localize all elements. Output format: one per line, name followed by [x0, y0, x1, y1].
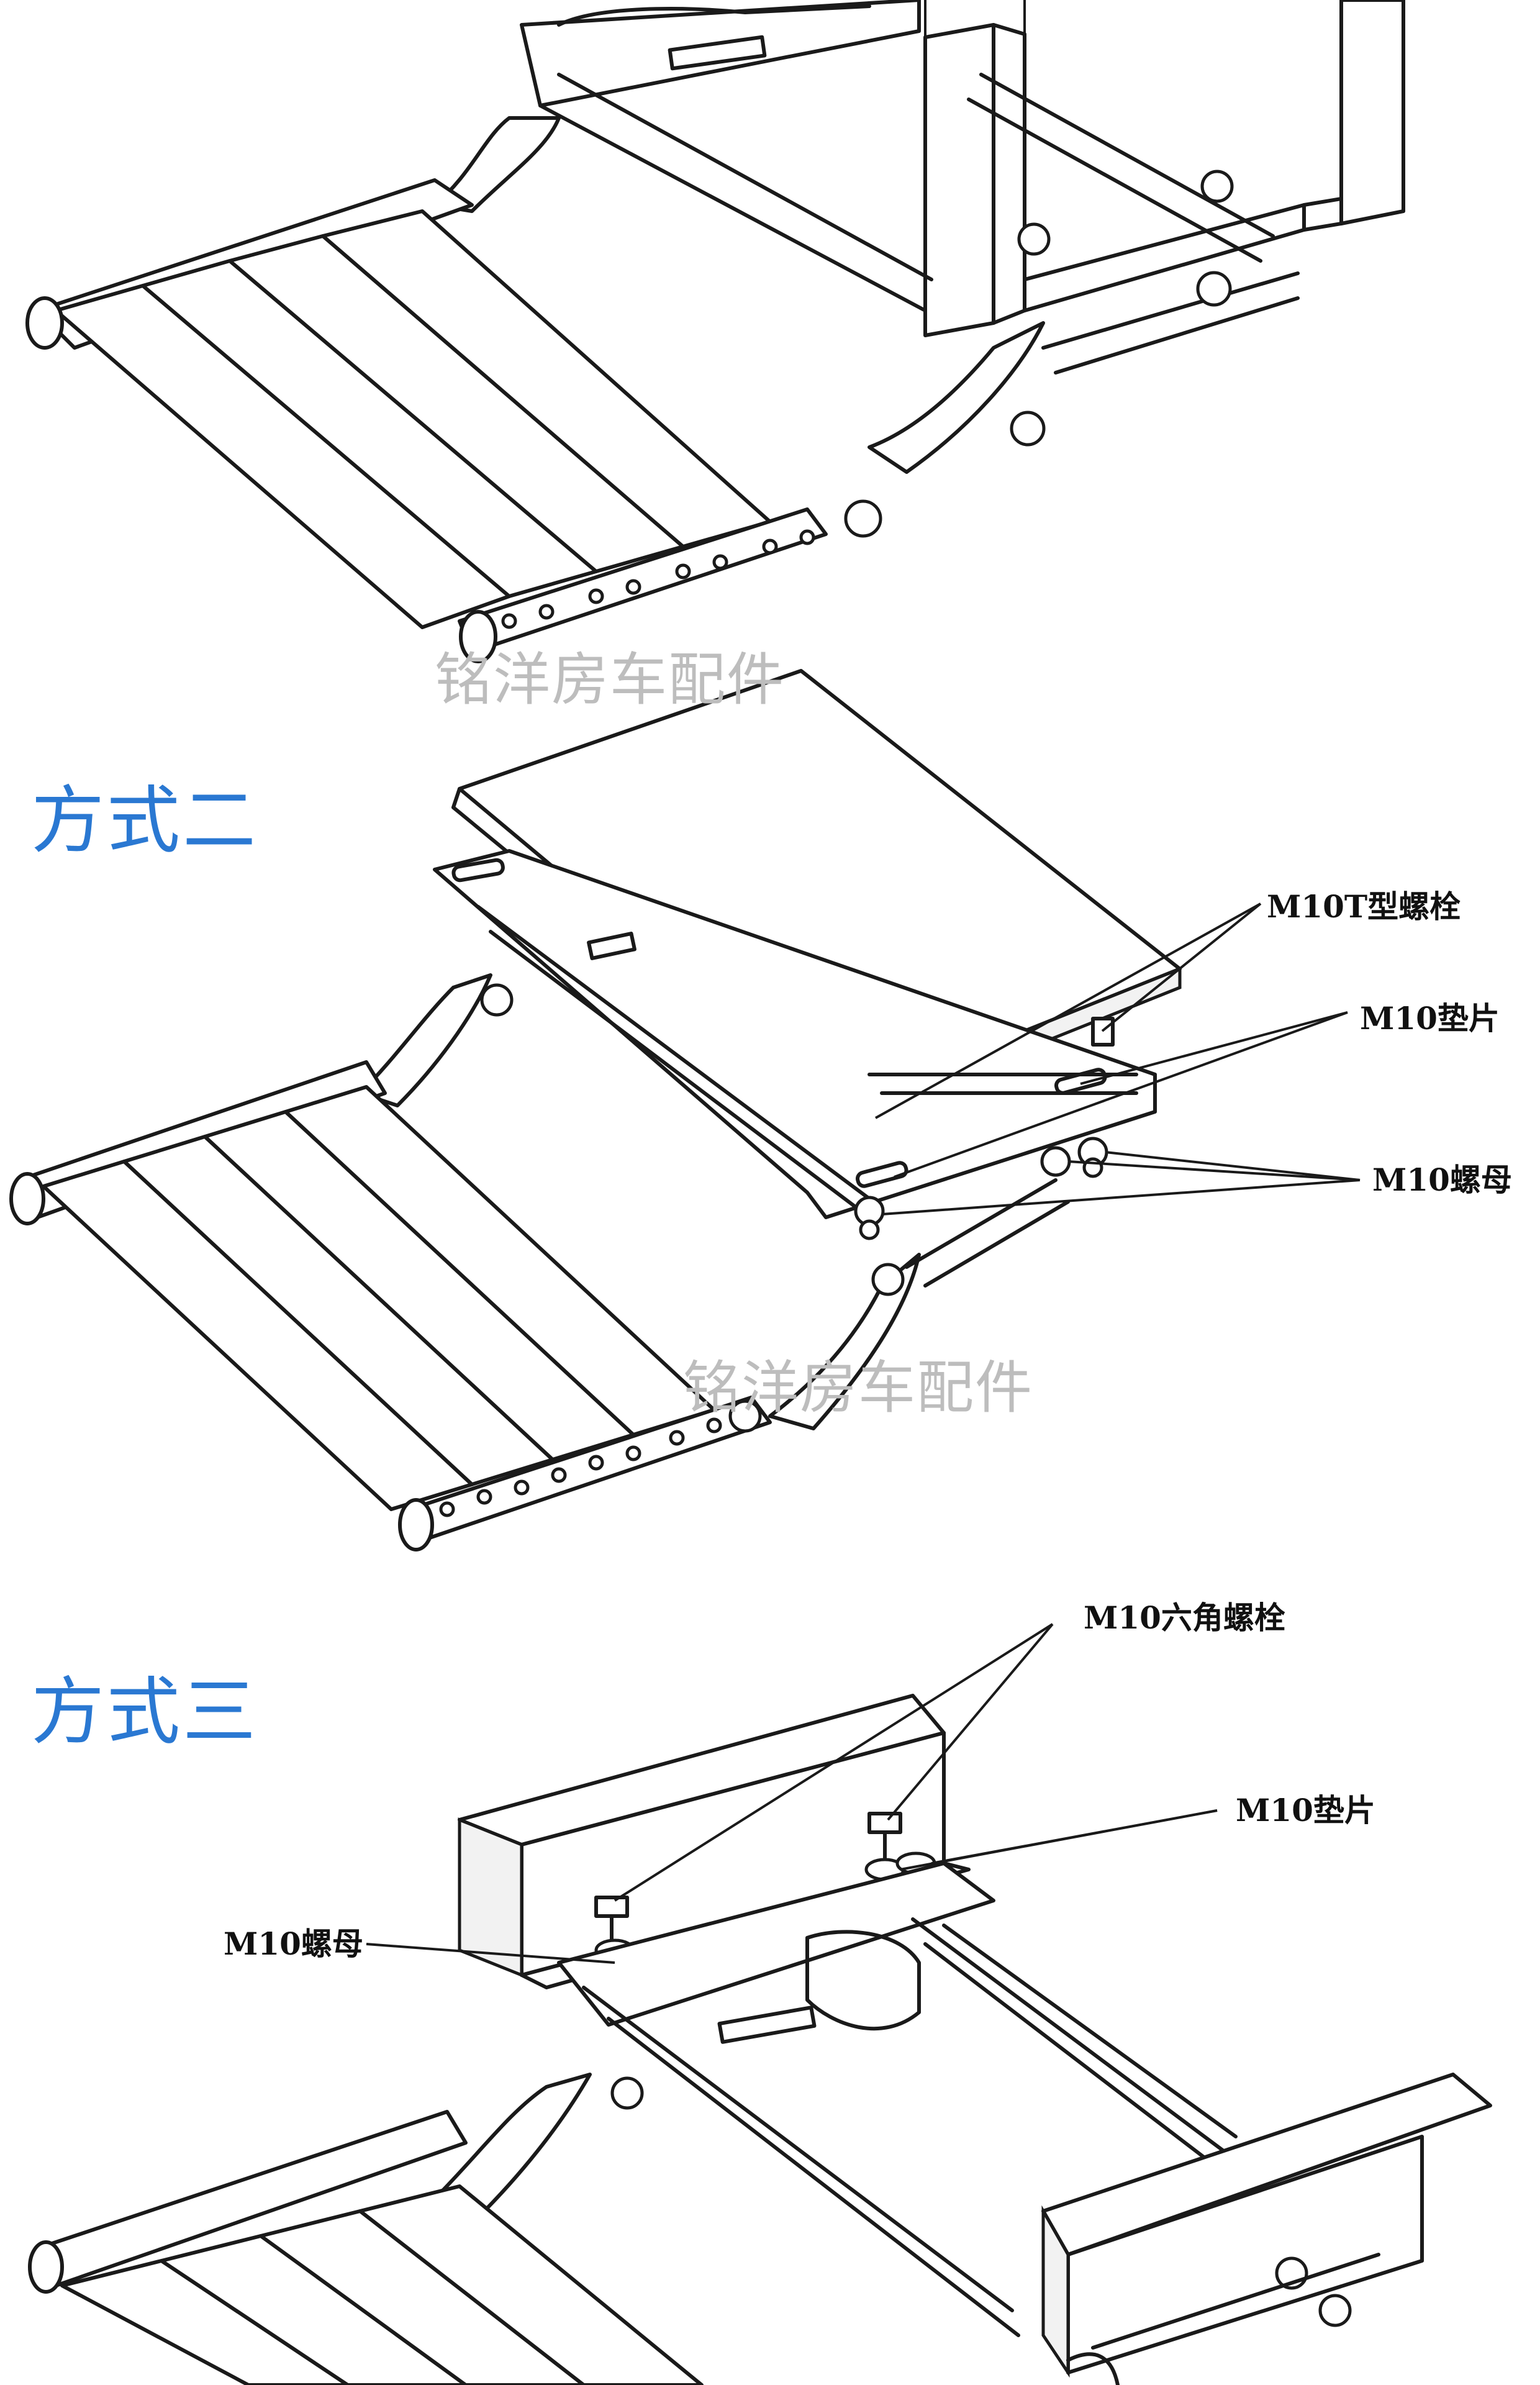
watermark-2: 铭洋房车配件 [683, 1355, 1034, 1421]
nut-washer-group-2 [854, 1137, 1108, 1240]
mounting-frame-1 [923, 0, 1405, 337]
mechanism-plate-3 [557, 1861, 1256, 2337]
washer-label-3: M10垫片 [1236, 1792, 1375, 1828]
step-assembly-3 [28, 1623, 1492, 2385]
step-assembly-1 [25, 0, 1405, 663]
tread-slats-2 [9, 1060, 772, 1551]
watermark-1: 铭洋房车配件 [435, 647, 786, 713]
mechanism-plate-2 [433, 849, 1157, 1219]
mechanism-plate-1 [520, 0, 1275, 312]
nut-label-2: M10螺母 [1372, 1161, 1512, 1198]
scissor-arm-3 [433, 2073, 1380, 2385]
step-assembly-2 [9, 669, 1361, 1551]
leader-lines-3 [366, 1623, 1218, 1964]
tread-slats-3 [28, 2110, 704, 2385]
washer-label-2: M10垫片 [1360, 1000, 1500, 1037]
method2-title: 方式二 [31, 778, 259, 863]
hex-bolt-label: M10六角螺栓 [1084, 1599, 1285, 1636]
nut-label-3: M10螺母 [224, 1925, 363, 1962]
t-bolt-label: M10T型螺栓 [1267, 888, 1461, 925]
tread-slats-1 [25, 178, 828, 663]
leader-lines-2 [875, 902, 1361, 1215]
rail-holes-1 [501, 529, 815, 629]
rail-holes-2 [439, 1417, 722, 1517]
angle-bracket-3b [1041, 2073, 1492, 2378]
method3-title: 方式三 [31, 1669, 259, 1755]
scissor-arm-1 [433, 116, 1300, 538]
scissor-arm-2 [358, 973, 1070, 1430]
